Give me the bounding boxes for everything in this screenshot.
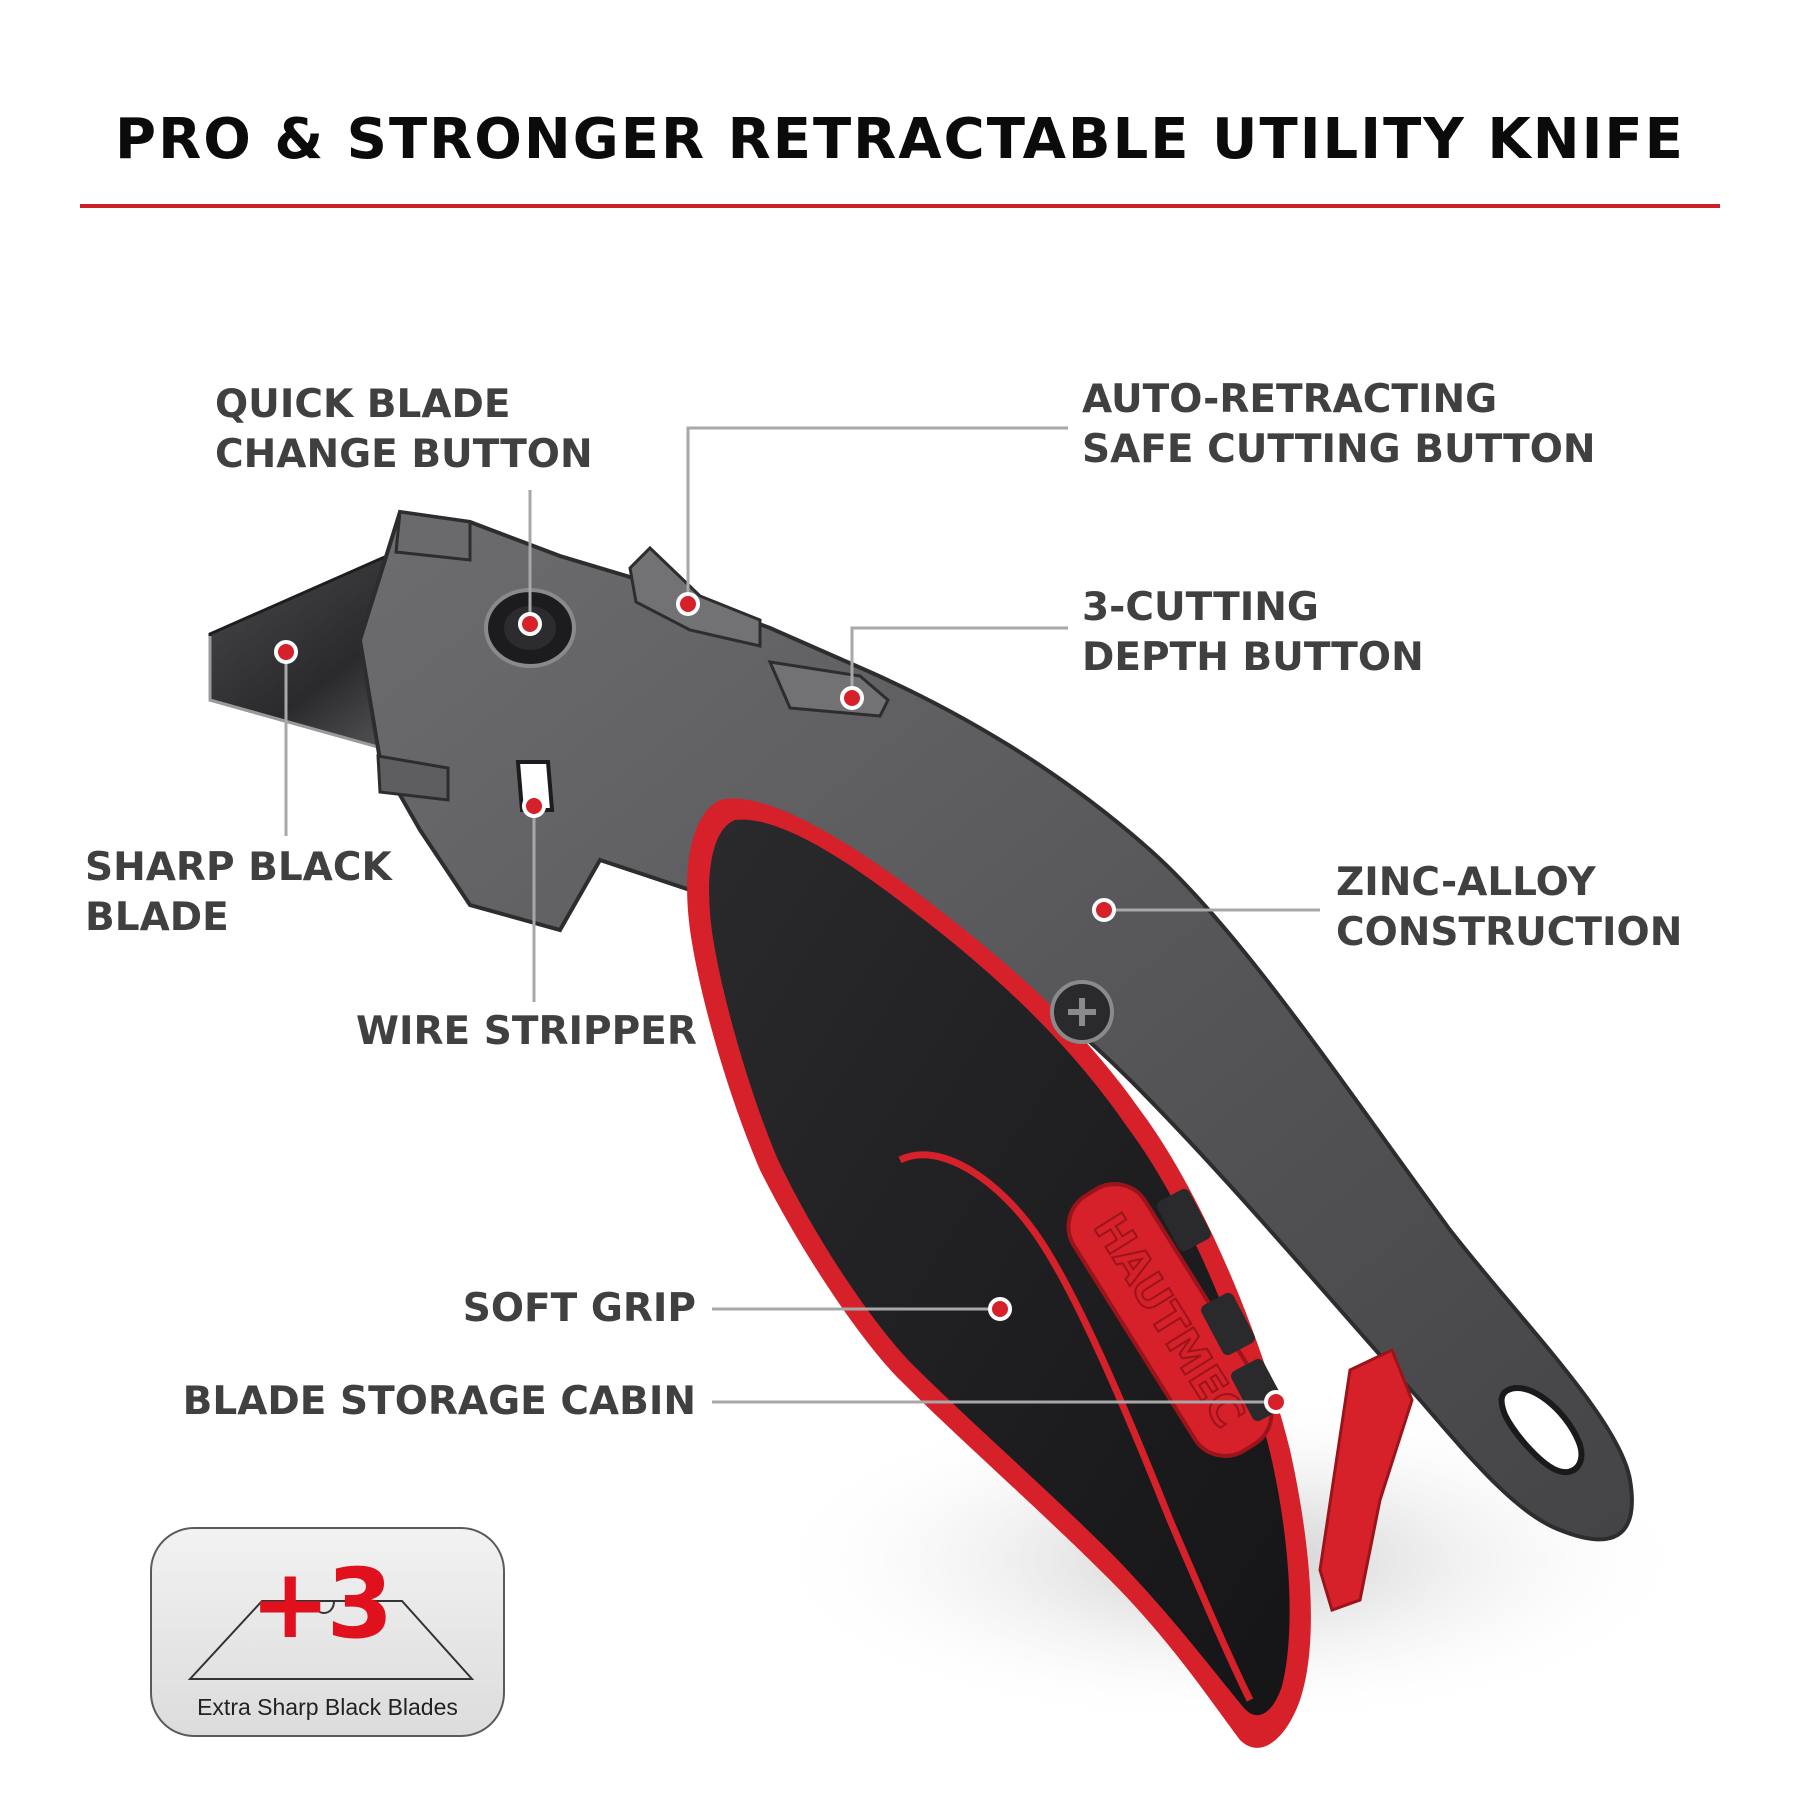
marker-sharp-blade — [274, 640, 298, 664]
storage-cabin-rib-2 — [1201, 1292, 1255, 1356]
hang-hole — [1498, 1385, 1585, 1475]
nose-plate-top — [394, 510, 472, 562]
label-sharp-blade: SHARP BLACK BLADE — [85, 845, 392, 940]
metal-body — [357, 509, 1634, 1542]
storage-cabin-rib-1 — [1157, 1188, 1211, 1252]
label-auto-retracting: AUTO-RETRACTING SAFE CUTTING BUTTON — [1082, 377, 1596, 472]
nose-plate-bottom — [376, 754, 450, 802]
title-divider — [80, 204, 1720, 208]
extra-blades-count: +3 — [250, 1548, 393, 1660]
label-soft-grip: SOFT GRIP — [462, 1286, 696, 1331]
marker-quick-change — [518, 612, 542, 636]
marker-storage — [1264, 1390, 1288, 1414]
label-quick-blade-change: QUICK BLADE CHANGE BUTTON — [215, 382, 593, 477]
label-blade-storage: BLADE STORAGE CABIN — [182, 1379, 696, 1424]
leader-auto-retract — [686, 426, 1068, 604]
label-zinc-alloy: ZINC-ALLOY CONSTRUCTION — [1336, 860, 1683, 955]
extra-blades-badge: +3 Extra Sharp Black Blades — [150, 1527, 505, 1737]
blade-outline-icon — [187, 1600, 475, 1680]
label-wire-stripper: WIRE STRIPPER — [356, 1009, 697, 1054]
leader-depth — [850, 626, 1068, 698]
grip-inner-accent — [898, 1151, 1254, 1702]
marker-zinc-alloy — [1092, 898, 1116, 922]
soft-grip-shape — [709, 819, 1290, 1716]
marker-wire-stripper — [522, 794, 546, 818]
extra-blades-caption: Extra Sharp Black Blades — [197, 1694, 458, 1720]
storage-cabin-latch — [1318, 1347, 1414, 1612]
label-cutting-depth: 3-CUTTING DEPTH BUTTON — [1082, 585, 1424, 680]
marker-depth — [840, 686, 864, 710]
marker-soft-grip — [988, 1297, 1012, 1321]
blade-edge — [208, 636, 383, 750]
brand-plate — [1066, 1182, 1274, 1458]
marker-auto-retract — [676, 592, 700, 616]
page-title: PRO & STRONGER RETRACTABLE UTILITY KNIFE — [115, 107, 1685, 172]
